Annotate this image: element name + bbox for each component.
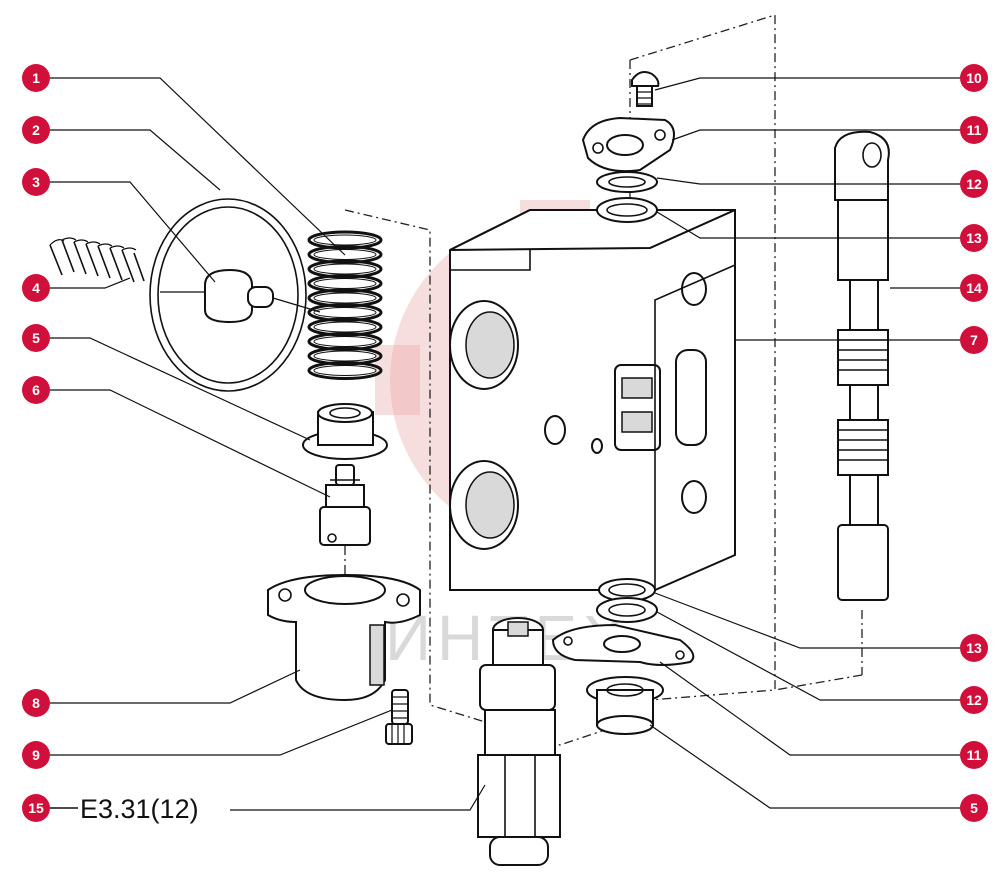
- callout-9: 9: [22, 741, 50, 769]
- svg-text:12: 12: [966, 176, 982, 192]
- top-flange: [581, 116, 675, 173]
- bottom-seal: [598, 578, 656, 602]
- callout-14: 14: [960, 274, 988, 302]
- callout-8: 8: [22, 689, 50, 717]
- callout-11-upper: 11: [960, 116, 988, 144]
- part-code-label: E3.31(12): [80, 794, 199, 824]
- svg-text:3: 3: [32, 174, 40, 190]
- svg-text:8: 8: [32, 695, 40, 711]
- svg-text:11: 11: [967, 122, 982, 138]
- small-spring: [49, 237, 145, 283]
- svg-text:1: 1: [32, 70, 40, 86]
- svg-text:2: 2: [32, 122, 40, 138]
- main-spring: [307, 230, 383, 380]
- bottom-flange: [551, 623, 695, 666]
- top-seal: [596, 197, 658, 223]
- callout-15: 15: [22, 794, 50, 822]
- valve-seat: [319, 464, 371, 546]
- callout-3: 3: [22, 168, 50, 196]
- svg-text:12: 12: [966, 692, 982, 708]
- svg-text:9: 9: [32, 747, 40, 763]
- top-washer: [596, 171, 658, 193]
- svg-text:13: 13: [966, 230, 982, 246]
- callout-13-upper: 13: [960, 224, 988, 252]
- piston: [160, 268, 321, 324]
- svg-text:6: 6: [32, 382, 40, 398]
- top-screw: [631, 71, 660, 107]
- valve-body: [449, 209, 736, 591]
- svg-text:5: 5: [32, 330, 40, 346]
- callout-1: 1: [22, 64, 50, 92]
- callouts: 1 2 3 4 5 6 8 9 15 10 11 12 13 14 7 13 1…: [22, 64, 988, 822]
- callout-12-lower: 12: [960, 686, 988, 714]
- callout-10: 10: [960, 64, 988, 92]
- callout-5-lower: 5: [960, 794, 988, 822]
- spool: [834, 130, 890, 601]
- bottom-washer: [596, 597, 658, 623]
- svg-text:4: 4: [32, 280, 40, 296]
- svg-text:15: 15: [28, 800, 44, 816]
- svg-text:11: 11: [967, 747, 982, 763]
- o-ring: [149, 198, 307, 392]
- set-screw: [385, 689, 413, 745]
- svg-text:5: 5: [970, 800, 978, 816]
- svg-text:7: 7: [970, 332, 978, 348]
- bushing-upper: [302, 403, 388, 460]
- callout-4: 4: [22, 274, 50, 302]
- bushing-lower: [586, 676, 664, 735]
- callout-12-upper: 12: [960, 170, 988, 198]
- connector-fitting: [477, 617, 561, 866]
- svg-text:13: 13: [966, 640, 982, 656]
- callout-5-upper: 5: [22, 324, 50, 352]
- callout-2: 2: [22, 116, 50, 144]
- callout-7: 7: [960, 326, 988, 354]
- callout-11-lower: 11: [960, 741, 988, 769]
- callout-13-lower: 13: [960, 634, 988, 662]
- housing-cap: [267, 573, 421, 702]
- svg-text:14: 14: [966, 280, 982, 296]
- svg-text:10: 10: [966, 70, 982, 86]
- callout-6: 6: [22, 376, 50, 404]
- leader-lines: [50, 77, 960, 811]
